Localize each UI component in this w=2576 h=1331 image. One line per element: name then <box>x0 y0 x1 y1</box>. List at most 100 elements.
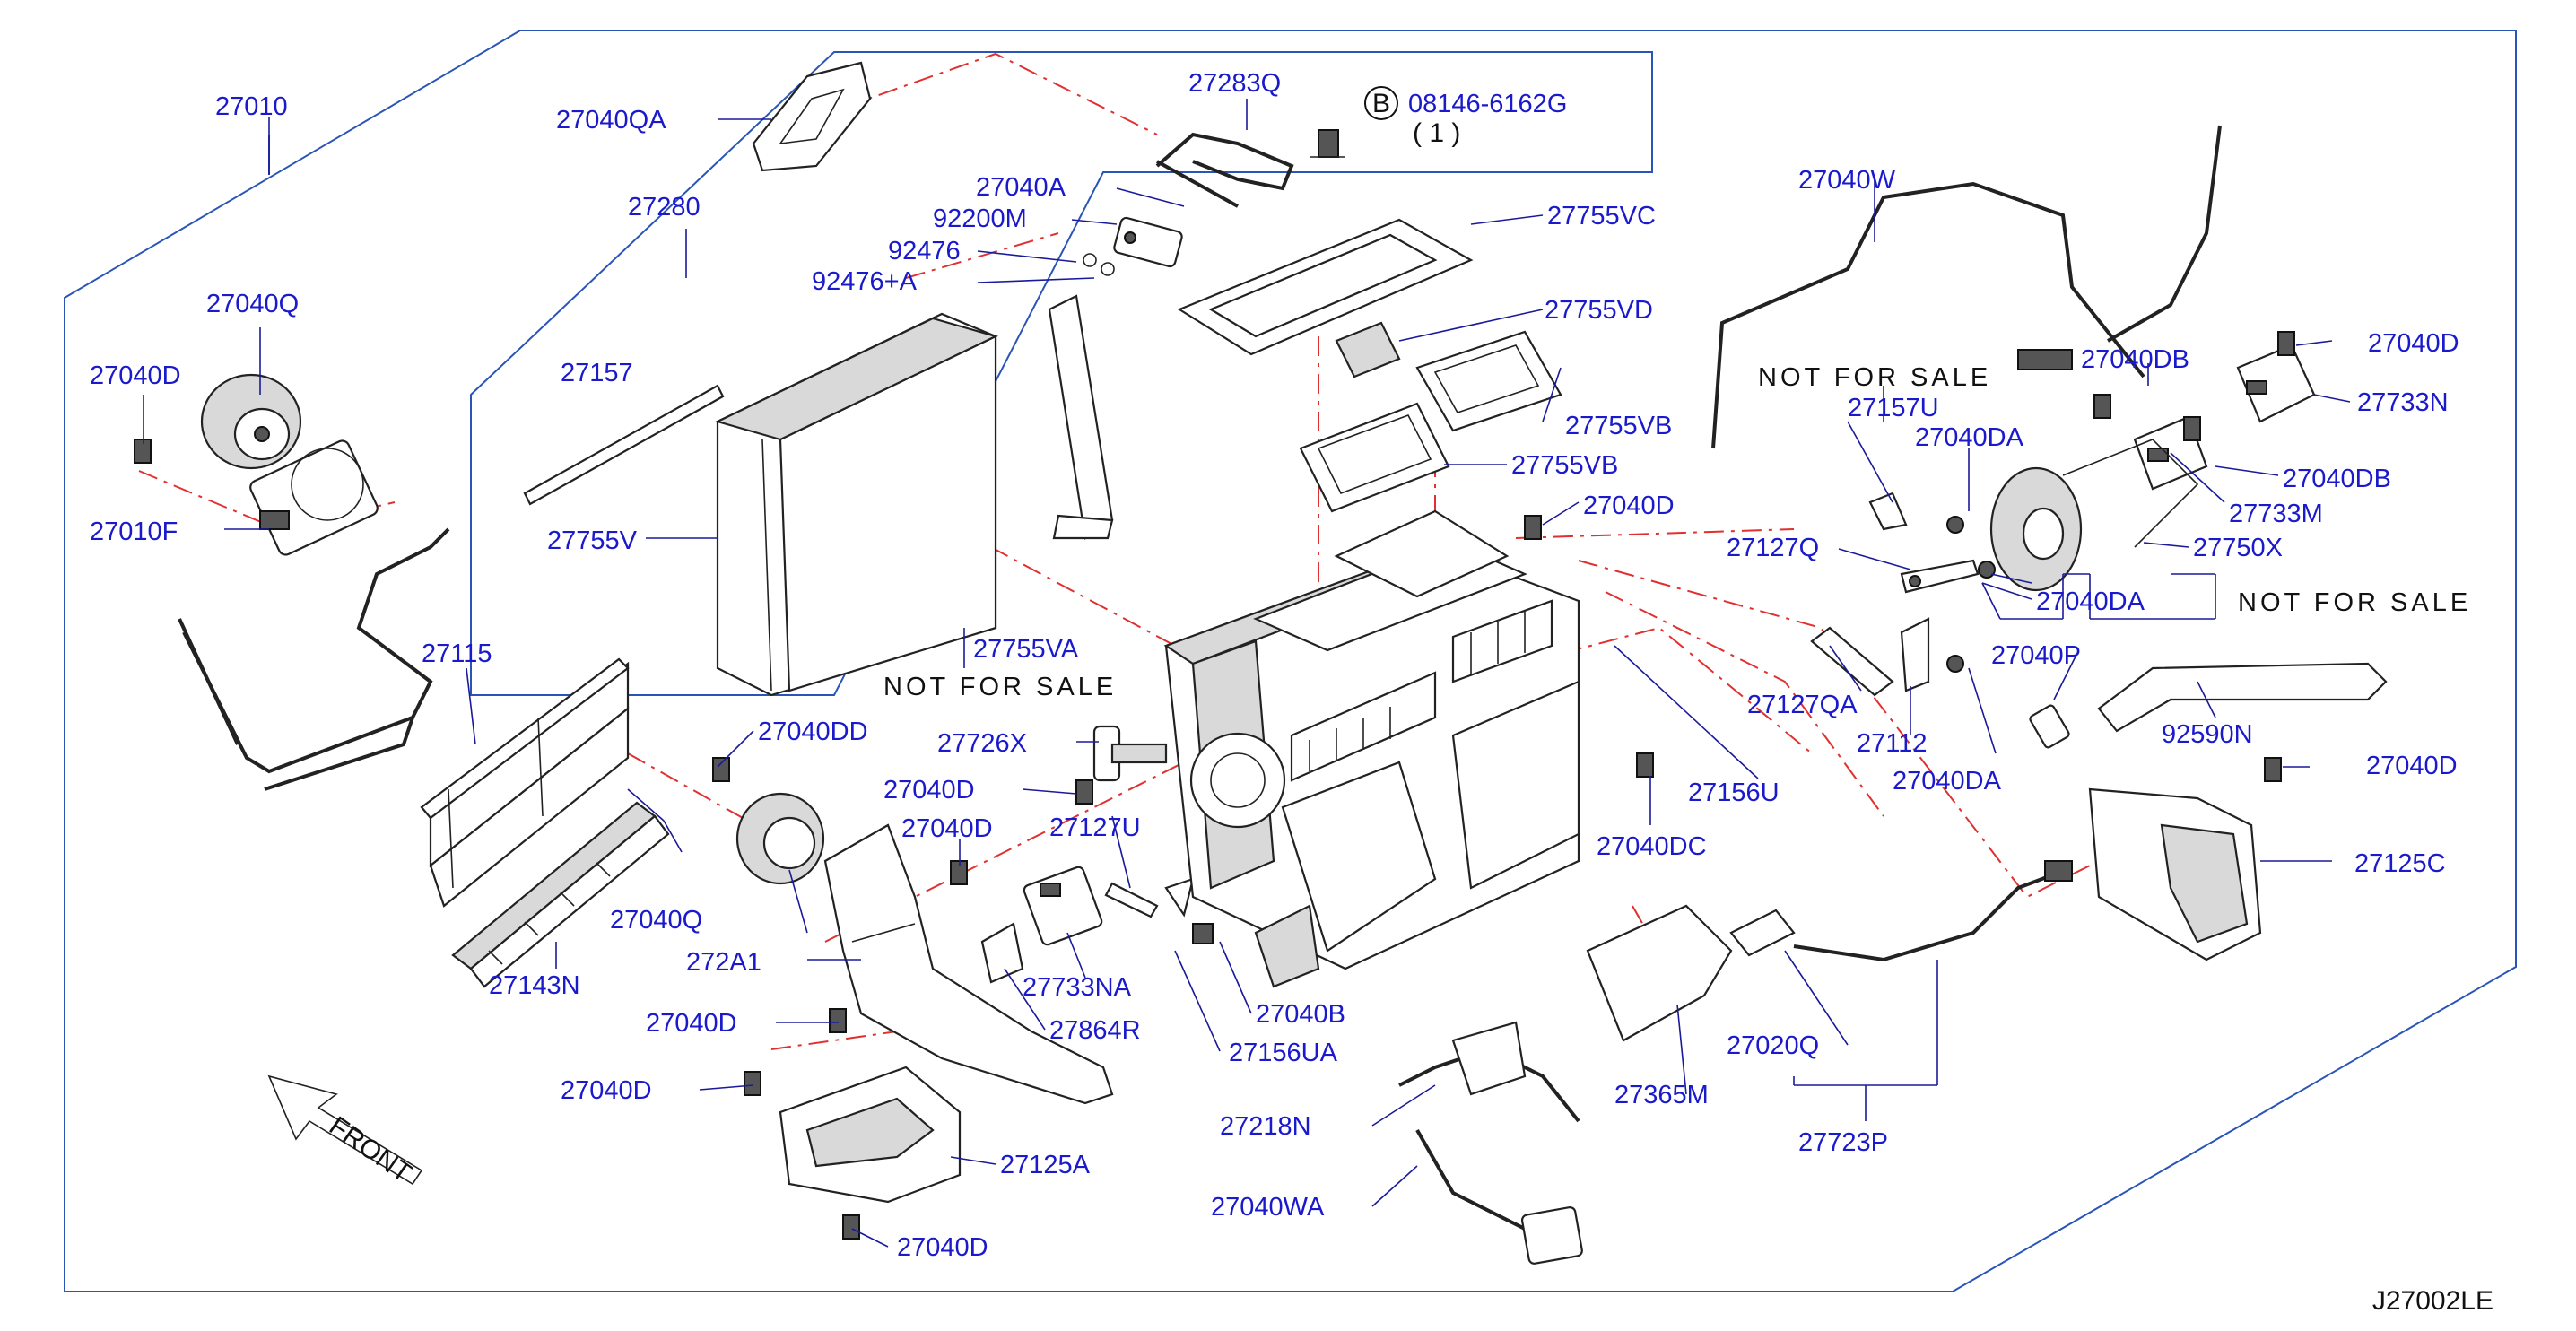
part-label: 27750X <box>2193 534 2283 562</box>
evaporator-subframe <box>470 51 1653 696</box>
aspirator-27020q-part <box>1729 860 2073 962</box>
part-label: 27040A <box>976 173 1066 202</box>
diagram-code: J27002LE <box>2372 1286 2493 1316</box>
part-label: 27040D <box>561 1076 652 1105</box>
part-label: 27040D <box>646 1009 737 1038</box>
part-label: 27040DB <box>2081 345 2189 374</box>
pipe-27283q-part <box>1155 132 1294 208</box>
part-label: 27040DB <box>2283 465 2391 493</box>
front-label: FRONT <box>324 1111 417 1188</box>
lever-27112-part <box>1900 617 1930 692</box>
bolt-badge-letter: B <box>1372 89 1390 118</box>
assembly-frame <box>64 30 2517 1292</box>
front-arrow: FRONT <box>267 1074 423 1188</box>
screws-27040da-part <box>1946 516 1996 673</box>
part-label: 27040DA <box>1893 767 2002 796</box>
part-label: 27040P <box>1991 641 2081 670</box>
actuator-27733n-part <box>2236 344 2316 423</box>
lever-27157u-part <box>1868 492 1908 531</box>
part-label: 27733M <box>2229 500 2323 528</box>
duct-27125c-part <box>2088 787 2262 961</box>
part-label: 27280 <box>628 193 701 222</box>
seal-27157-part <box>523 384 725 506</box>
duct-part <box>823 823 1114 1105</box>
part-label: 27864R <box>1049 1016 1141 1045</box>
part-label: 27040DD <box>758 718 868 746</box>
part-label: 27040D <box>1583 492 1675 520</box>
part-label: 27040Q <box>610 906 702 935</box>
bolt-part <box>1310 129 1345 158</box>
o-rings-part <box>1083 253 1115 276</box>
leader-lines <box>143 99 2351 1248</box>
part-label: 27157U <box>1848 394 1939 422</box>
air-filter-part <box>451 801 670 988</box>
part-label: 27755VC <box>1547 202 1656 231</box>
part-label: 27040D <box>883 776 975 805</box>
bolt-badge: B 08146-6162G ( 1 ) <box>1364 86 1567 148</box>
part-label: 27115 <box>422 639 492 668</box>
motor-27750x-part <box>1989 439 2199 592</box>
part-labels: 27010 27040QA 27283Q 27280 27040A 92200M… <box>90 69 2459 1262</box>
harness-27040w-part <box>1711 125 2222 449</box>
valve-92200m-part <box>1113 216 1183 268</box>
part-label: 27127U <box>1049 813 1141 842</box>
part-label: 92476+A <box>812 267 918 296</box>
part-label: 27040D <box>2368 329 2459 358</box>
part-label: 27365M <box>1614 1081 1709 1109</box>
part-label: 27156UA <box>1229 1039 1338 1067</box>
blower-motor-part <box>249 439 379 556</box>
part-label: 27755V <box>547 526 638 555</box>
part-label: 27157 <box>561 359 633 387</box>
part-label: 27283Q <box>1188 69 1281 98</box>
seal-27755vd-part <box>1335 321 1401 378</box>
not-for-sale-motor: NOT FOR SALE <box>2238 588 2471 617</box>
part-label: 27726X <box>937 729 1027 758</box>
part-label: 27040W <box>1798 166 1896 195</box>
harness-27218n-part <box>1398 1021 1580 1123</box>
fitting-27040b-part <box>1164 877 1214 944</box>
evaporator-part <box>714 312 999 697</box>
lever-27127qa-part <box>1810 626 1894 697</box>
part-label: 27218N <box>1220 1112 1311 1141</box>
drain-hose-part <box>2029 662 2388 749</box>
duct-27125a-part <box>779 1066 962 1204</box>
lever-27127q-part <box>1900 559 1980 594</box>
blower-fan-part <box>200 373 302 470</box>
part-label: 27010F <box>90 518 178 546</box>
grommet-27040qa-part <box>752 61 872 172</box>
lower-fan-part <box>735 792 825 885</box>
heater-core-part <box>420 657 630 908</box>
part-label: 27127QA <box>1747 691 1858 719</box>
bolt-qty: ( 1 ) <box>1413 118 1460 148</box>
part-label: 27040D <box>897 1233 988 1262</box>
seal-27755vb-lower-part <box>1299 402 1450 513</box>
part-label: 27733NA <box>1023 973 1132 1002</box>
part-label: 27723P <box>1798 1128 1888 1157</box>
harness-27040wa-part <box>1415 1129 1583 1265</box>
part-label: 27040B <box>1256 1000 1345 1029</box>
part-label: 27020Q <box>1727 1031 1819 1060</box>
bracket-27864r-part <box>980 922 1024 984</box>
not-for-sale-levers: NOT FOR SALE <box>1758 363 1991 392</box>
part-label: 27040QA <box>556 106 666 135</box>
part-label: 27755VD <box>1545 296 1653 325</box>
part-label: 27125A <box>1000 1151 1091 1179</box>
part-label: 27125C <box>2354 849 2446 878</box>
seal-27755vc-part <box>1177 218 1474 356</box>
part-label: 27755VB <box>1565 412 1672 440</box>
part-label: 27112 <box>1857 729 1928 758</box>
part-label: 27127Q <box>1727 534 1819 562</box>
part-label: 272A1 <box>686 948 761 977</box>
sensor-27726x-part <box>1092 725 1168 782</box>
screws-part <box>134 331 2295 1240</box>
part-label: 27040Q <box>206 290 299 318</box>
part-label: 27040DC <box>1597 832 1707 861</box>
part-label: 27040DA <box>1915 423 2024 452</box>
part-label: 27755VB <box>1511 451 1618 480</box>
part-label: 27040D <box>2366 752 2458 780</box>
seal-27755va-part <box>1048 294 1114 540</box>
seal-27755vb-upper-part <box>1415 330 1562 432</box>
part-label: 27040D <box>901 814 993 843</box>
not-for-sale-evaporator: NOT FOR SALE <box>883 673 1117 701</box>
